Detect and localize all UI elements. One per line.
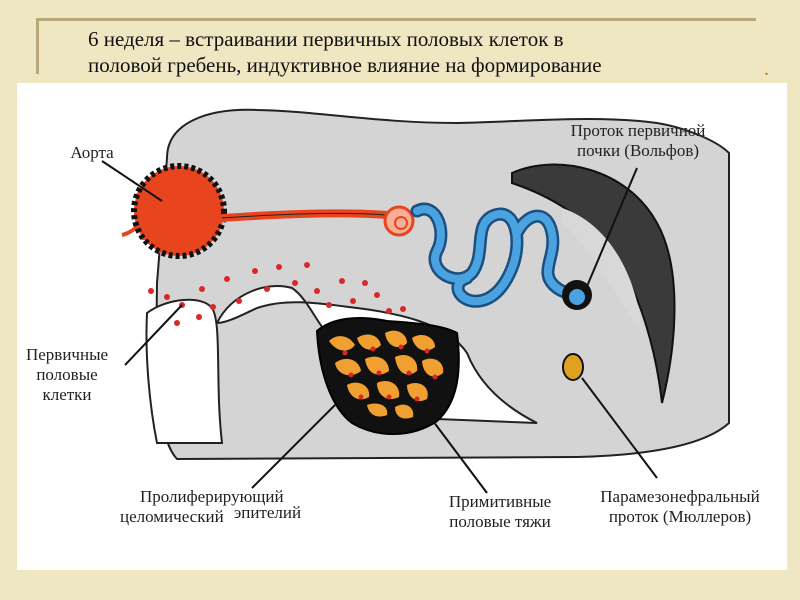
label-wolffian-duct-line-2: почки (Вольфов) [576,141,700,160]
label-mullerian-duct-line-1: Парамезонефральный [600,487,760,506]
pointer-lines [101,160,658,494]
label-sex-cords-line-1: Примитивные [448,492,552,511]
label-epithelium-line-2b: эпителий [233,503,302,522]
migrating-cells [148,262,406,326]
label-primordial-cells-line-2: половые [36,365,98,384]
label-mullerian-duct: Парамезонефральный проток (Мюллеров) [580,487,780,527]
label-primordial-cells: Первичные половые клетки [12,345,122,405]
frame-horizontal-line [36,18,756,21]
sex-cords [329,330,444,419]
embryo-figure [17,83,787,570]
aorta-vessel [121,163,415,259]
slide-title: 6 неделя – встраивании первичных половых… [50,26,770,78]
embryo-diagram-svg [101,108,730,494]
mullerian-duct [562,353,584,381]
label-epithelium-line-1: Пролиферирующий [140,487,284,506]
label-epithelium: Пролиферирующий целомический эпителий [120,487,350,527]
left-cavity [145,298,224,444]
label-primordial-cells-line-1: Первичные [25,345,109,364]
label-sex-cords-line-2: половые тяжи [449,512,551,531]
label-primordial-cells-line-3: клетки [42,385,92,404]
label-aorta: Аорта [52,143,132,163]
label-mullerian-duct-line-2: проток (Мюллеров) [608,507,752,526]
label-aorta-text: Аорта [70,143,114,162]
ridge-cells [342,344,438,402]
slide-title-line-2: половой гребень, индуктивное влияние на … [88,53,602,77]
slide-title-line-1: 6 неделя – встраивании первичных половых… [88,27,564,51]
label-sex-cords: Примитивные половые тяжи [425,492,575,532]
label-epithelium-line-2a: целомический [120,507,224,526]
crescent-inner [562,208,642,333]
label-wolffian-duct-line-1: Проток первичной [570,121,706,140]
frame-vertical-line [36,18,39,74]
title-trailing-mark: . [764,58,769,80]
label-wolffian-duct: Проток первичной почки (Вольфов) [538,121,738,161]
